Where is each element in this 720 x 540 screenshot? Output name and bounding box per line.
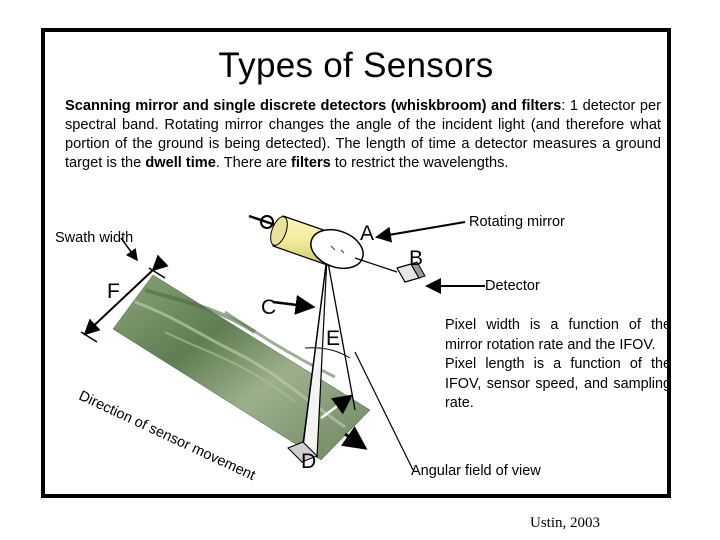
letter-d: D [301,450,317,473]
letter-a: A [360,222,375,245]
rotating-mirror-label: Rotating mirror [469,214,565,230]
letter-e: E [326,327,341,350]
pixel-width-note: Pixel width is a function of the mirror … [445,317,671,353]
letter-c: C [261,296,277,319]
c-arrow [272,294,316,315]
swath-width-label: Swath width [55,230,134,246]
swath-width-dimension [80,237,169,343]
slide-title: Types of Sensors [218,46,494,85]
detector-label: Detector [485,278,540,294]
letter-f: F [107,280,120,303]
description-filters: filters [291,155,331,171]
rotating-mirror-arrow [375,221,466,243]
description-part2: . There are [215,155,292,171]
credit-text: Ustin, 2003 [530,515,601,531]
detector-beam [354,257,398,273]
whiskbroom-diagram [80,214,485,471]
sensor-movement-arrow [340,426,368,450]
description-lead: Scanning mirror and single discrete dete… [65,98,562,114]
letter-b: B [409,247,424,270]
scan-direction-arrow [320,394,354,420]
description-part1: : 1 detector per spectral band. Rotating… [65,98,661,171]
ground-pixel [287,441,318,463]
description-part3: to restrict the wavelengths. [330,155,509,171]
pixel-length-note: Pixel length is a function of the IFOV, … [445,356,671,411]
slide-frame: Types of Sensors Scanning mirror and sin… [41,28,671,498]
description-text: Scanning mirror and single discrete dete… [65,97,661,173]
detector-box [396,261,426,283]
angular-fov-pointer [354,351,414,471]
pixel-notes: Pixel width is a function of the mirror … [445,316,671,414]
description-dwell-time: dwell time [145,155,216,171]
rotating-mirror [310,228,364,270]
angular-fov-label: Angular field of view [411,463,541,479]
